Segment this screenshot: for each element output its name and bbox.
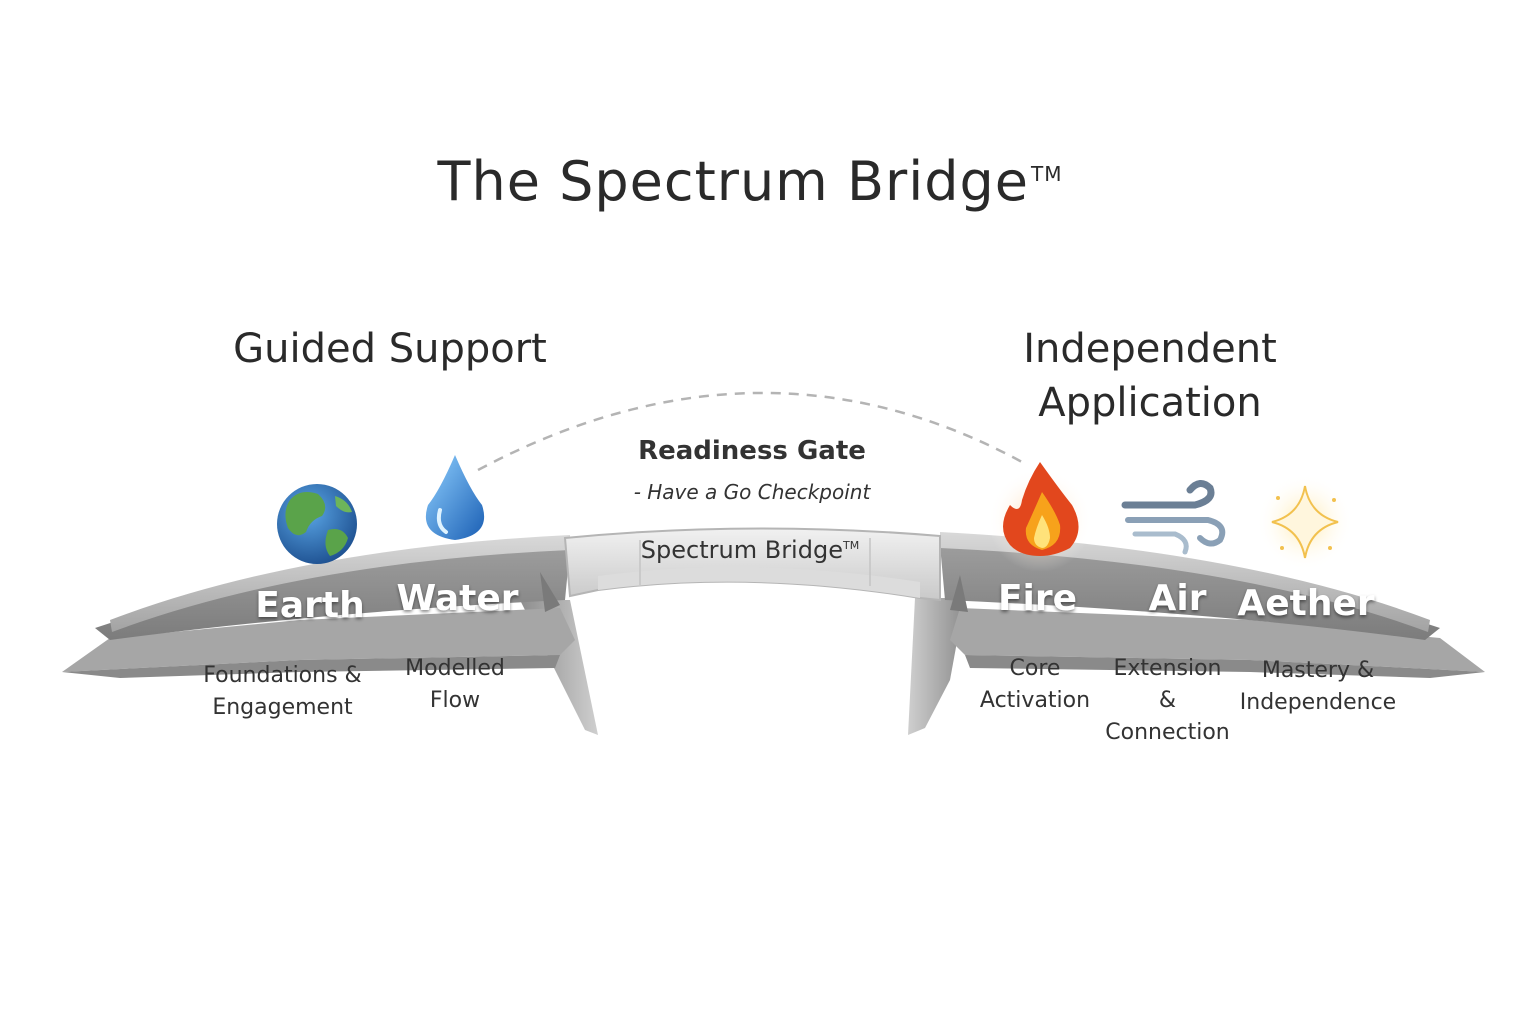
desc-air: Extension & Connection [1095, 653, 1240, 749]
desc-air-line3: Connection [1105, 720, 1230, 745]
desc-air-line1: Extension [1113, 656, 1222, 681]
desc-earth-line2: Engagement [212, 695, 353, 720]
independent-application-label: Independent Application [985, 322, 1315, 430]
flame-icon [988, 462, 1092, 572]
desc-water-line1: Modelled [405, 656, 505, 681]
desc-fire: Core Activation [965, 653, 1105, 717]
guided-support-label: Guided Support [233, 326, 547, 372]
application-line: Application [1038, 380, 1262, 426]
readiness-gate-title: Readiness Gate [638, 436, 866, 466]
bridge-trademark: TM [842, 539, 860, 552]
desc-aether-line1: Mastery & [1261, 658, 1375, 683]
element-label-air: Air [1148, 578, 1207, 619]
left-cliff [62, 535, 598, 735]
readiness-gate-subtitle: - Have a Go Checkpoint [633, 480, 871, 504]
element-label-fire: Fire [997, 578, 1078, 619]
readiness-arc [477, 391, 1023, 472]
desc-aether-line2: Independence [1239, 690, 1397, 715]
sparkle-icon [1257, 474, 1353, 570]
independent-line: Independent [1023, 326, 1277, 372]
desc-water-line2: Flow [429, 688, 481, 713]
desc-earth: Foundations & Engagement [180, 660, 385, 724]
globe-icon [277, 484, 357, 564]
droplet-icon [425, 455, 485, 540]
desc-earth-line1: Foundations & [203, 663, 362, 688]
arch-bridge [563, 527, 941, 602]
element-label-earth: Earth [255, 585, 365, 626]
wind-icon [1121, 480, 1226, 555]
desc-water: Modelled Flow [385, 653, 525, 717]
desc-aether: Mastery & Independence [1222, 655, 1414, 719]
desc-air-line2: & [1158, 688, 1177, 713]
bridge-label: Spectrum BridgeTM [600, 536, 900, 564]
title-trademark: TM [1030, 162, 1063, 186]
element-label-water: Water [396, 578, 519, 619]
title-text: The Spectrum Bridge [437, 150, 1029, 213]
element-label-aether: Aether [1237, 583, 1375, 624]
bridge-label-text: Spectrum Bridge [640, 536, 843, 564]
desc-fire-line1: Core [1009, 656, 1061, 681]
desc-fire-line2: Activation [979, 688, 1091, 713]
right-cliff [908, 532, 1485, 735]
